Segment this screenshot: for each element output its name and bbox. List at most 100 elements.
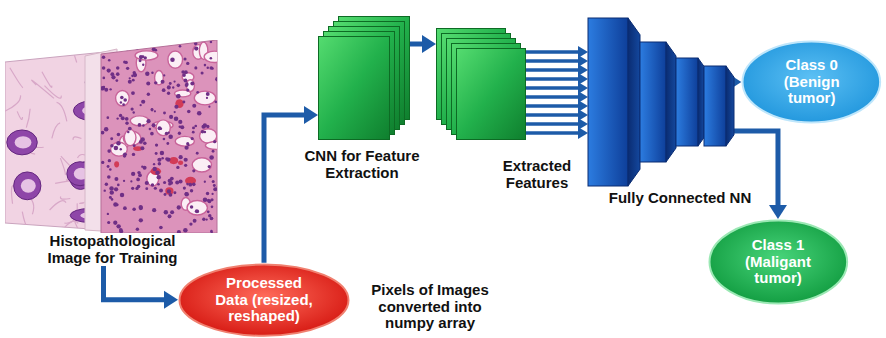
text-holder: Class 0 (Benign tumor) [741,40,882,124]
cell-nucleus [116,66,120,70]
cell-nucleus [154,81,157,84]
cell-nucleus [203,197,208,202]
arrow-head [422,35,436,53]
cell-nucleus [127,131,130,134]
text-holder: Class 1 (Maligant tumor) [708,219,849,305]
tissue-fiber [68,43,77,63]
cell-nucleus [215,77,219,81]
cell-nucleus [120,193,124,197]
cell-nucleus [169,115,173,119]
cell-lumen [124,129,136,145]
cell-nucleus [142,64,144,66]
cell-nucleus [185,83,189,87]
cell-nucleus [126,67,129,70]
cell-nucleus [184,164,187,167]
tissue-fiber [57,102,67,121]
arrow-line [526,104,580,108]
dense-layer-side [666,42,676,162]
cell-nucleus [142,124,144,126]
cell-nucleus [155,143,158,146]
cell-nucleus [190,81,194,85]
caption-wrap: Histopathological Image for Training [28,233,198,266]
cell-nucleus [132,79,135,82]
cell-nucleus [123,98,127,102]
cell-nucleus [183,228,188,233]
annotation-text: Pixels of Images converted into numpy ar… [355,282,505,332]
arrow-line [526,50,580,54]
cell-nucleus [138,123,142,127]
cell-nucleus [139,218,143,222]
tissue-fiber [82,40,88,48]
cell-nucleus [150,132,154,136]
cell-nucleus [128,80,132,84]
cell-nucleus [192,183,196,187]
arrow-head [164,291,178,309]
tissue-fiber [32,80,54,98]
cell-nucleus [204,131,207,134]
cell-nucleus [125,117,129,121]
arrow-line [526,95,580,99]
flow-arrow [410,35,436,53]
cell-nucleus [206,192,209,195]
gland-lumen [21,179,36,193]
cell-nucleus [183,40,188,43]
cnn-stack: CNN for Feature Extraction [318,16,410,140]
arrow-line [410,42,424,47]
cell-nucleus [162,88,166,92]
cell-nucleus [168,135,172,139]
cell-nucleus [163,74,165,76]
cell-nucleus [192,131,195,134]
blood-cell [169,157,178,164]
cell-nucleus [137,171,140,174]
arrow-line [526,68,580,72]
cell-nucleus [133,73,137,77]
cell-nucleus [184,146,188,150]
cell-nucleus [110,46,114,50]
cell-nucleus [178,132,181,135]
cell-nucleus [130,180,132,182]
cell-nucleus [110,190,114,194]
cell-nucleus [211,231,213,233]
cell-nucleus [196,91,199,94]
cell-nucleus [173,191,176,194]
cell-nucleus [129,77,131,79]
cell-nucleus [158,162,162,166]
cell-nucleus [184,192,189,197]
blood-cell [151,168,162,175]
cell-nucleus [122,103,125,106]
blood-cell [175,99,183,108]
cell-nucleus [166,142,169,145]
cell-nucleus [183,58,186,61]
arrow-line [526,86,580,90]
cell-lumen [116,91,130,107]
cell-nucleus [107,69,111,73]
cell-nucleus [182,100,185,103]
cell-nucleus [210,217,214,221]
layer-stack [318,16,410,140]
tissue-fiber [5,225,19,230]
ellipse-fill [709,221,847,304]
cell-nucleus [170,57,175,62]
cell-nucleus [133,111,135,113]
cell-nucleus [169,82,172,85]
image-slot [5,40,220,233]
cell-nucleus [191,137,194,140]
cell-nucleus [115,79,118,82]
tissue-fiber [19,40,42,48]
process-ellipse: Processed Data (resized, reshaped) [178,263,350,337]
cell-nucleus [119,228,123,232]
tissue-fiber [6,48,13,54]
cell-nucleus [193,219,197,223]
layer-stack [436,28,526,140]
cell-nucleus [149,128,152,131]
cell-nucleus [175,181,179,185]
cell-nucleus [141,166,143,168]
cell-lumen [204,51,220,62]
cell-nucleus [186,62,189,65]
dense-layer-side [726,66,734,146]
arrow-head [304,106,318,124]
cell-nucleus [143,142,147,146]
flow-arrow [526,127,588,139]
cell-lumen [200,129,217,143]
cell-nucleus [131,107,134,110]
